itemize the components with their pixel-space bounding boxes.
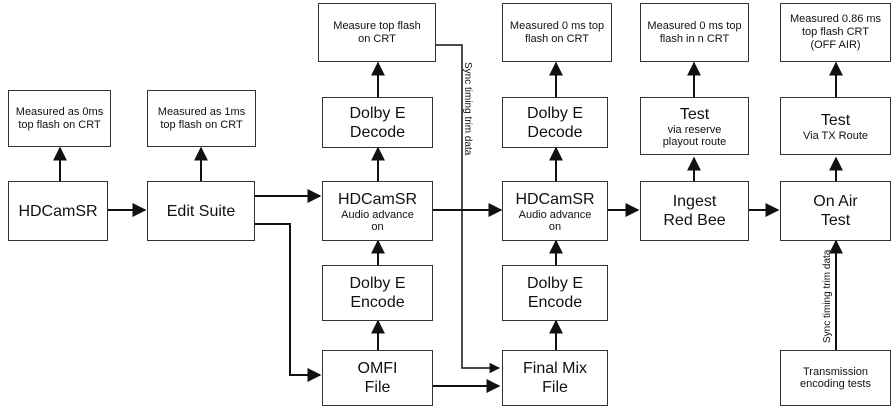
test-tx-route-box: Test Via TX Route bbox=[780, 97, 891, 155]
note-line-1: Measured 0.86 ms bbox=[789, 13, 882, 25]
edit-suite-box: Edit Suite bbox=[147, 181, 255, 241]
dolby-e-decode-box-1: Dolby E Decode bbox=[322, 97, 433, 148]
box-title-2: Encode bbox=[350, 294, 405, 311]
box-title: HDCamSR bbox=[337, 190, 418, 208]
note-line-1: Measure top flash bbox=[333, 19, 421, 32]
note-test-1: Measured 0 ms top flash in n CRT bbox=[640, 3, 749, 62]
box-title: On Air bbox=[813, 193, 858, 210]
note-line-2: flash on CRT bbox=[525, 32, 589, 45]
note-line-1: Measured as 0ms bbox=[15, 105, 104, 118]
box-title-2: Decode bbox=[527, 123, 583, 141]
note-decode-1: Measure top flash on CRT bbox=[318, 3, 436, 62]
box-title-2: Encode bbox=[527, 294, 583, 311]
box-subtitle: via reserve bbox=[667, 123, 722, 136]
box-title: Ingest bbox=[672, 193, 717, 210]
ingest-red-bee-box: Ingest Red Bee bbox=[640, 181, 749, 241]
note-line-1: Measured as 1ms bbox=[157, 105, 246, 118]
box-subtitle-2: encoding tests bbox=[800, 378, 871, 390]
note-test-2-off-air: Measured 0.86 ms top flash CRT (OFF AIR) bbox=[780, 3, 891, 62]
sync-timing-line bbox=[436, 44, 501, 374]
box-subtitle: Audio advance bbox=[518, 208, 592, 221]
transmission-encoding-tests-box: Transmission encoding tests bbox=[780, 350, 891, 406]
box-title: Dolby E bbox=[526, 104, 584, 122]
box-subtitle: Via TX Route bbox=[802, 129, 869, 142]
box-title-2: Test bbox=[820, 212, 851, 229]
note-line-2: top flash on CRT bbox=[160, 118, 243, 131]
note-decode-2: Measured 0 ms top flash on CRT bbox=[502, 3, 612, 62]
box-subtitle-2: playout route bbox=[662, 135, 727, 148]
sync-timing-label-bottom: Sync timing trim data bbox=[822, 249, 833, 343]
note-line-3: (OFF AIR) bbox=[810, 39, 861, 51]
arrow-edit-to-omfi bbox=[255, 223, 322, 382]
note-line-1: Measured 0 ms top bbox=[509, 19, 605, 32]
dolby-e-decode-box-2: Dolby E Decode bbox=[502, 97, 608, 148]
box-title: Dolby E bbox=[349, 104, 406, 122]
box-title: Edit Suite bbox=[166, 202, 236, 220]
note-hdcamsr-0ms: Measured as 0ms top flash on CRT bbox=[8, 90, 111, 147]
hdcamsr-source-box: HDCamSR bbox=[8, 181, 108, 241]
note-edit-suite-1ms: Measured as 1ms top flash on CRT bbox=[147, 90, 256, 147]
note-line-2: top flash on CRT bbox=[18, 118, 101, 131]
box-subtitle-2: on bbox=[371, 220, 384, 233]
box-subtitle: Audio advance bbox=[341, 208, 414, 221]
box-title: HDCamSR bbox=[18, 202, 98, 220]
dolby-e-encode-box-1: Dolby E Encode bbox=[322, 265, 433, 321]
box-subtitle: Transmission bbox=[803, 366, 868, 378]
final-mix-file-box: Final Mix File bbox=[502, 350, 608, 406]
box-title-2: Decode bbox=[349, 123, 406, 141]
dolby-e-encode-box-2: Dolby E Encode bbox=[502, 265, 608, 321]
note-line-2: flash in n CRT bbox=[659, 32, 730, 45]
box-title-2: File bbox=[542, 379, 568, 396]
omfi-file-box: OMFI File bbox=[322, 350, 433, 406]
note-line-2: top flash CRT bbox=[801, 26, 870, 38]
box-title: Test bbox=[679, 105, 710, 123]
box-subtitle-2: on bbox=[548, 220, 562, 233]
hdcamsr-audio-advance-box-2: HDCamSR Audio advance on bbox=[502, 181, 608, 241]
note-line-1: Measured 0 ms top bbox=[647, 19, 742, 32]
test-reserve-playout-box: Test via reserve playout route bbox=[640, 97, 749, 155]
box-title: HDCamSR bbox=[515, 190, 595, 208]
hdcamsr-audio-advance-box-1: HDCamSR Audio advance on bbox=[322, 181, 433, 241]
box-title: Dolby E bbox=[349, 275, 406, 292]
box-title-2: Red Bee bbox=[663, 212, 726, 229]
box-title-2: File bbox=[364, 379, 391, 396]
sync-timing-label-top: Sync timing trim data bbox=[462, 62, 473, 156]
box-title: Final Mix bbox=[522, 360, 587, 377]
box-title: OMFI bbox=[357, 360, 398, 377]
box-title: Dolby E bbox=[526, 275, 584, 292]
note-line-2: on CRT bbox=[358, 32, 396, 45]
box-title: Test bbox=[820, 111, 851, 129]
on-air-test-box: On Air Test bbox=[780, 181, 891, 241]
